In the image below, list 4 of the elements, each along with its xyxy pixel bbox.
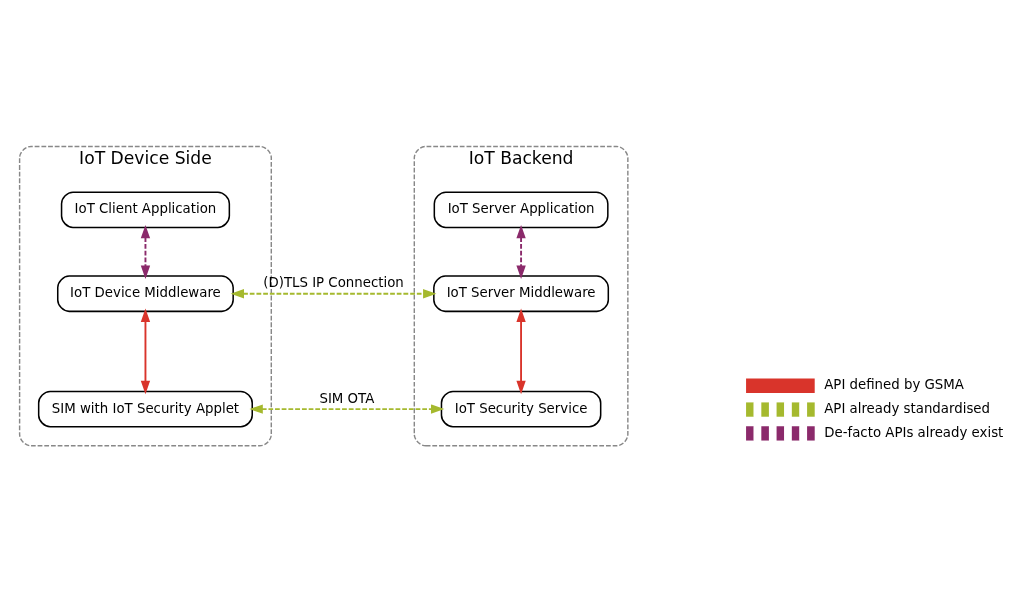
legend-label: API already standardised (824, 400, 991, 416)
legend-label: De-facto APIs already exist (824, 424, 1004, 440)
legend-label: API defined by GSMA (824, 376, 964, 392)
edge-label: SIM OTA (319, 390, 375, 406)
